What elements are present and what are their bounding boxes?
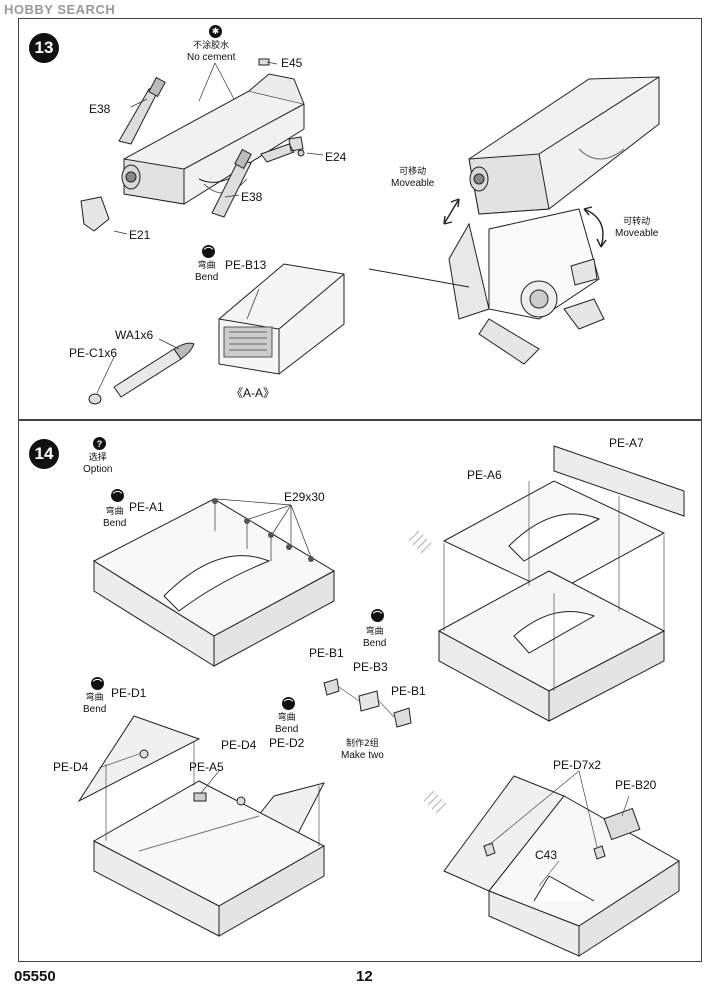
part-pe-a5 bbox=[193, 792, 207, 802]
step-number: 14 bbox=[29, 439, 59, 469]
part-label-pe-b1-left: PE-B1 bbox=[309, 646, 344, 660]
hull-floor-right bbox=[443, 775, 680, 957]
bend-icon-a1: ⌒ bbox=[111, 489, 124, 502]
section-label: 《A-A》 bbox=[231, 386, 276, 400]
bend-en-d2: Bend bbox=[275, 724, 299, 735]
step-14-drawing bbox=[77, 445, 685, 957]
part-label-c43: C43 bbox=[535, 848, 558, 862]
part-label-pe-d2: PE-D2 bbox=[269, 736, 305, 750]
part-label-pe-b20: PE-B20 bbox=[615, 778, 657, 792]
part-label-pe-a6: PE-A6 bbox=[467, 468, 502, 482]
hull-floor-upper bbox=[437, 570, 666, 722]
part-label-e38-bottom: E38 bbox=[241, 190, 263, 204]
part-label-pe-d4-right: PE-D4 bbox=[221, 738, 257, 752]
bend-label-d2: 弯曲 Bend bbox=[275, 713, 298, 735]
moveable-cn-left: 可移动 bbox=[399, 167, 427, 177]
option-cn: 选择 bbox=[88, 453, 107, 463]
gun-assembly-right bbox=[368, 76, 660, 365]
bracket-pe-b1-b3 bbox=[323, 678, 412, 728]
no-cement-en: No cement bbox=[187, 52, 236, 63]
part-label-pe-a5: PE-A5 bbox=[189, 760, 224, 774]
moveable-arrow-right bbox=[583, 206, 607, 248]
bend-cn-d1: 弯曲 bbox=[85, 693, 104, 703]
product-code: 05550 bbox=[14, 968, 56, 985]
bend-en-b3: Bend bbox=[363, 638, 387, 649]
hull-floor-left bbox=[92, 780, 326, 937]
bend-en-a1: Bend bbox=[103, 518, 127, 529]
bend-label-b3: 弯曲 Bend bbox=[363, 627, 386, 649]
bend-icon: ⌒ bbox=[202, 245, 215, 258]
moveable-arrow-left bbox=[443, 198, 460, 225]
bend-label: 弯曲 Bend bbox=[195, 261, 218, 283]
barrel-e38-top bbox=[118, 76, 166, 145]
panel-pe-b20 bbox=[603, 807, 641, 841]
part-label-pe-d4-left: PE-D4 bbox=[53, 760, 89, 774]
rivets-e29 bbox=[212, 498, 314, 562]
make-two-label: 制作2组 Make two bbox=[341, 739, 384, 761]
part-label-pe-a7: PE-A7 bbox=[609, 436, 644, 450]
bend-en-d1: Bend bbox=[83, 704, 107, 715]
gun-body-left bbox=[121, 73, 305, 205]
part-label-wa1: WA1x6 bbox=[115, 328, 154, 342]
part-label-pe-b1-right: PE-B1 bbox=[391, 684, 426, 698]
bend-label-a1: 弯曲 Bend bbox=[103, 507, 126, 529]
bend-cn-d2: 弯曲 bbox=[277, 713, 296, 723]
part-label-e38-top: E38 bbox=[89, 102, 111, 116]
plate-pe-a7 bbox=[553, 445, 685, 517]
step-13-drawing bbox=[80, 58, 660, 405]
make-two-en: Make two bbox=[341, 750, 384, 761]
shell-wa1 bbox=[88, 342, 195, 405]
bend-icon-b3: ⌒ bbox=[371, 609, 384, 622]
no-cement-icon: ✱ bbox=[209, 25, 222, 38]
bend-icon-d2: ⌒ bbox=[282, 697, 295, 710]
part-label-e24: E24 bbox=[325, 150, 347, 164]
part-label-pe-b13: PE-B13 bbox=[225, 258, 267, 272]
bend-cn: 弯曲 bbox=[197, 261, 216, 271]
part-label-e45: E45 bbox=[281, 56, 303, 70]
plate-pe-d1 bbox=[77, 715, 201, 803]
plate-pe-a1 bbox=[92, 498, 336, 667]
plate-pe-a6 bbox=[442, 480, 666, 594]
part-e45 bbox=[258, 58, 270, 66]
bend-cn-a1: 弯曲 bbox=[105, 507, 124, 517]
step-13-panel: 13 bbox=[18, 18, 702, 420]
bend-icon-d1: ⌒ bbox=[91, 677, 104, 690]
part-label-pe-d7: PE-D7x2 bbox=[553, 758, 602, 772]
ammo-box-pe-b13 bbox=[218, 263, 345, 375]
no-cement-label: 不涂胶水 No cement bbox=[187, 41, 235, 63]
bend-en: Bend bbox=[195, 272, 219, 283]
no-cement-cn: 不涂胶水 bbox=[193, 41, 230, 51]
moveable-en-left: Moveable bbox=[391, 178, 435, 189]
bend-label-d1: 弯曲 Bend bbox=[83, 693, 106, 715]
part-label-pe-d1: PE-D1 bbox=[111, 686, 147, 700]
part-label-pe-c1: PE-C1x6 bbox=[69, 346, 118, 360]
part-label-e21: E21 bbox=[129, 228, 151, 242]
moveable-en-right: Moveable bbox=[615, 228, 659, 239]
make-two-cn: 制作2组 bbox=[346, 739, 379, 749]
bend-cn-b3: 弯曲 bbox=[365, 627, 384, 637]
moveable-label-right: 可转动 Moveable bbox=[615, 217, 658, 239]
part-label-pe-a1: PE-A1 bbox=[129, 500, 164, 514]
page-number: 12 bbox=[356, 968, 373, 985]
option-label: 选择 Option bbox=[83, 453, 112, 475]
part-label-pe-b3: PE-B3 bbox=[353, 660, 388, 674]
watermark: HOBBY SEARCH bbox=[4, 2, 116, 17]
shield-e21 bbox=[80, 196, 110, 232]
move-arrow-hatch-2 bbox=[423, 790, 447, 814]
step-14-panel: 14 bbox=[18, 420, 702, 962]
moveable-cn-right: 可转动 bbox=[623, 217, 651, 227]
part-pe-d4-left bbox=[139, 749, 149, 759]
barrel-e38-bottom bbox=[211, 148, 252, 218]
option-en: Option bbox=[83, 464, 113, 475]
move-arrow-hatch-1 bbox=[408, 530, 432, 554]
moveable-label-left: 可移动 Moveable bbox=[391, 167, 434, 189]
option-icon: ? bbox=[93, 437, 106, 450]
bracket-e24 bbox=[260, 136, 304, 163]
step-number: 13 bbox=[29, 33, 59, 63]
clips-pe-d7 bbox=[483, 842, 606, 860]
part-label-e29: E29x30 bbox=[284, 490, 325, 504]
part-pe-d4-right bbox=[236, 796, 246, 806]
